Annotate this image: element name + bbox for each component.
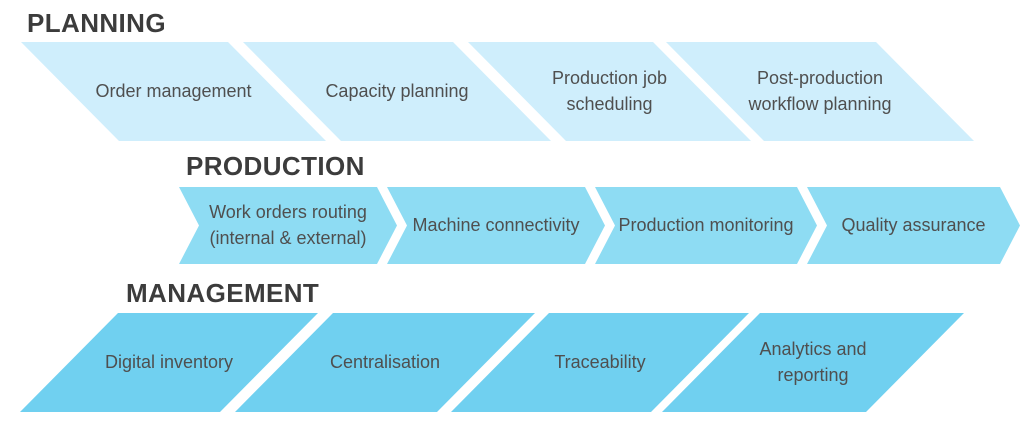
item-label: Centralisation — [329, 351, 441, 372]
item-label: Production monitoring — [618, 214, 794, 235]
item-label: Machine connectivity — [412, 214, 580, 235]
item-label-line2: scheduling — [566, 93, 653, 114]
item-label-line1: Analytics and — [759, 338, 867, 359]
item-label: Traceability — [554, 351, 646, 372]
item-label-line2: (internal & external) — [209, 227, 367, 248]
item-label-line2: reporting — [777, 364, 849, 385]
item-label-line1: Post-production — [756, 67, 884, 88]
item-label: Capacity planning — [325, 80, 469, 101]
production-item-quality-assurance: Quality assurance — [807, 187, 1020, 264]
management-heading: MANAGEMENT — [126, 278, 320, 308]
production-item-production-monitoring: Production monitoring — [595, 187, 817, 264]
item-label: Digital inventory — [104, 351, 234, 372]
production-heading: PRODUCTION — [186, 151, 365, 181]
item-label-line1: Production job — [551, 67, 668, 88]
item-label-line2: workflow planning — [748, 93, 892, 114]
production-item-machine-connectivity: Machine connectivity — [387, 187, 605, 264]
planning-heading: PLANNING — [27, 8, 166, 38]
item-label: Order management — [95, 80, 252, 101]
item-label: Quality assurance — [841, 214, 986, 235]
item-label-line1: Work orders routing — [209, 201, 367, 222]
production-item-work-orders-routing: Work orders routing (internal & external… — [179, 187, 397, 264]
